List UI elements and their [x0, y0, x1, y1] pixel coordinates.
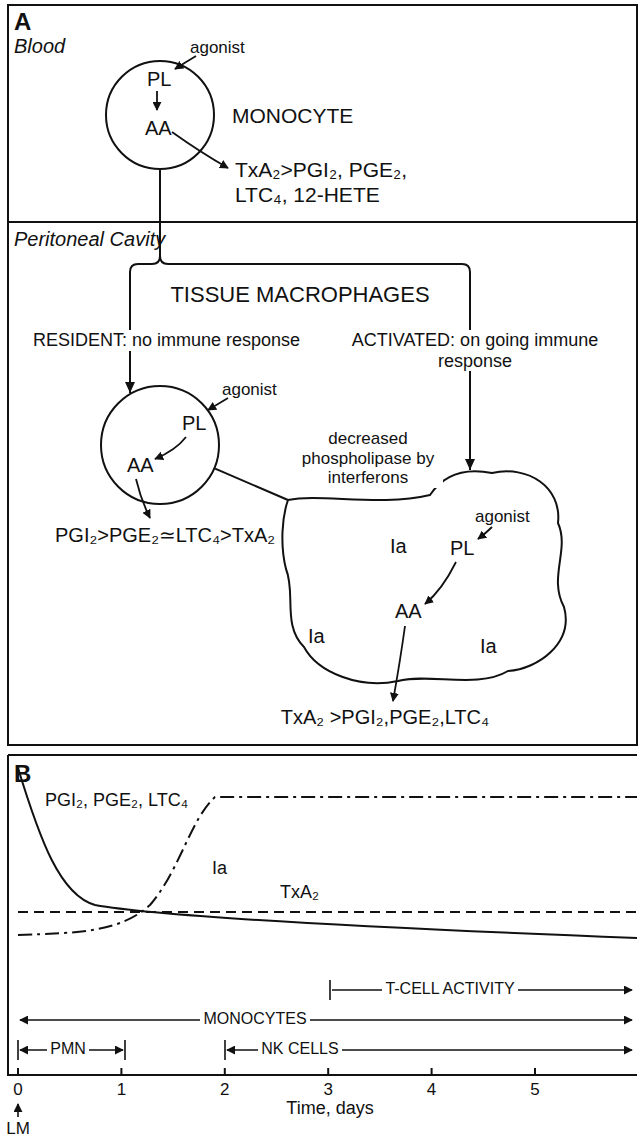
- bar-label: T-CELL ACTIVITY: [382, 980, 517, 998]
- connector-line: [130, 170, 160, 393]
- product-list: TxA₂ >PGI₂,PGE₂,LTC₄: [281, 706, 489, 729]
- axis-tick-label: 5: [530, 1080, 539, 1100]
- curve-label: Ia: [212, 858, 227, 879]
- axis-tick-label: 1: [117, 1080, 126, 1100]
- panel-frames: [8, 5, 637, 1075]
- group-heading: TISSUE MACROPHAGES: [170, 282, 429, 307]
- agonist-label: agonist: [190, 38, 245, 58]
- cell-component: Ia: [480, 635, 497, 658]
- ia-curve: [18, 797, 637, 935]
- monocyte-cell: PL AA: [105, 60, 215, 170]
- product-list: PGI₂>PGE₂≃LTC₄>TxA₂: [55, 524, 275, 547]
- cell-component: AA: [127, 454, 154, 477]
- lm-arrow: [17, 1104, 19, 1117]
- agonist-label: agonist: [222, 380, 277, 400]
- axis-tick-label: 4: [427, 1080, 436, 1100]
- cell-name: MONOCYTE: [232, 104, 353, 128]
- bar-label: PMN: [47, 1040, 89, 1058]
- bar-label: NK CELLS: [258, 1040, 341, 1058]
- arrowhead: [125, 382, 135, 393]
- connector-line: [160, 170, 470, 470]
- resident-macrophage: PL AA: [100, 385, 220, 505]
- cell-component: Ia: [308, 625, 325, 648]
- connector-line: [215, 469, 288, 500]
- panel-b-axes: [8, 755, 637, 1075]
- curve-label: PGI₂, PGE₂, LTC₄: [45, 790, 188, 811]
- cell-component: PL: [147, 68, 171, 91]
- bar-label: MONOCYTES: [200, 1010, 309, 1028]
- arrowhead: [465, 459, 475, 470]
- axis-tick-label: 2: [220, 1080, 229, 1100]
- pathway-arrows: [136, 56, 492, 701]
- state-label: ACTIVATED: on going immune response: [335, 330, 615, 371]
- axis-tick-label: 0: [13, 1080, 22, 1100]
- cell-component: Ia: [390, 535, 407, 558]
- axis-ticks: [18, 1068, 535, 1075]
- cell-outline-path: [282, 471, 565, 683]
- curve-label: TxA₂: [280, 882, 319, 903]
- cell-component: PL: [450, 537, 474, 560]
- activated-macrophage: PLAAagonistIaIaIa: [280, 465, 570, 690]
- panel-a-frame: [8, 5, 637, 745]
- cell-component: AA: [145, 117, 172, 140]
- product-list: TxA₂>PGI₂, PGE₂,: [235, 158, 407, 182]
- cell-outline: [280, 465, 570, 690]
- blood-cavity-divider: [8, 221, 637, 223]
- prostanoid-curve: [18, 768, 637, 938]
- connector-label: decreased phospholipase by interferons: [293, 429, 443, 488]
- panel-letter: A: [14, 8, 31, 36]
- panel-letter: B: [14, 760, 31, 788]
- marker-label: LM: [6, 1119, 30, 1139]
- cell-component: PL: [182, 412, 206, 435]
- region-label: Blood: [14, 35, 65, 58]
- state-label: RESIDENT: no immune response: [30, 330, 303, 351]
- agonist-label: agonist: [475, 507, 530, 527]
- txa2-curve: [18, 911, 637, 913]
- cell-activity-bars: [18, 980, 632, 1117]
- time-course-curves: [18, 768, 637, 938]
- cell-component: AA: [395, 600, 422, 623]
- region-label: Peritoneal Cavity: [14, 228, 165, 251]
- product-list: LTC₄, 12-HETE: [235, 183, 380, 207]
- axis-title: Time, days: [286, 1098, 373, 1119]
- axis-tick-label: 3: [323, 1080, 332, 1100]
